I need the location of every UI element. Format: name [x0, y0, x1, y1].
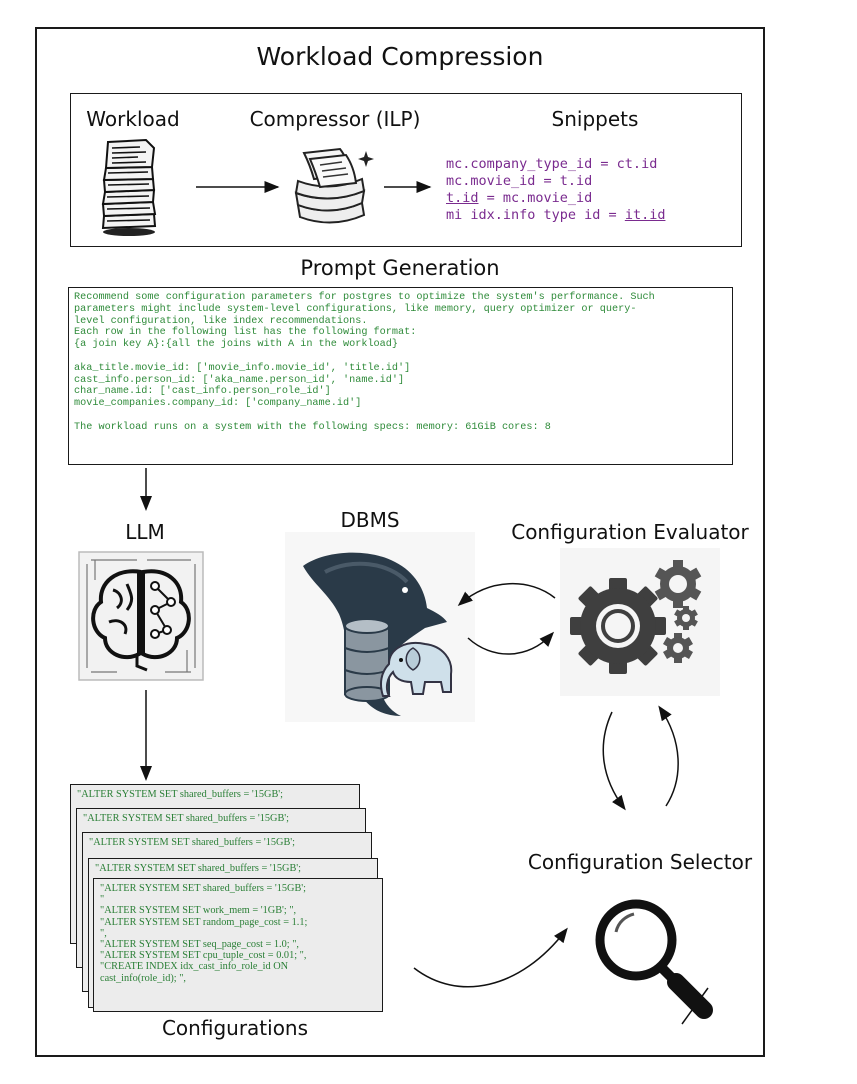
evaluator-label: Configuration Evaluator: [511, 520, 749, 544]
arrow-configurations-to-selector: [413, 927, 568, 988]
elephant-icon: [380, 642, 453, 697]
snippet-line: mc.movie_id = t.id: [446, 173, 593, 189]
prompt-line: Recommend some configuration parameters …: [74, 292, 655, 303]
prompt-line: movie_companies.company_id: ['company_na…: [74, 398, 362, 410]
compressor-icon: [294, 147, 374, 224]
config-line: "ALTER SYSTEM SET shared_buffers = '15GB…: [77, 789, 284, 800]
prompt-line: aka_title.movie_id: ['movie_info.movie_i…: [74, 362, 411, 374]
config-line: ",: [100, 927, 107, 939]
prompt-generation-title: Prompt Generation: [300, 256, 500, 280]
config-line: "ALTER SYSTEM SET shared_buffers = '15GB…: [100, 883, 307, 894]
llm-brain-icon: [78, 551, 204, 681]
prompt-line: {a join key A}:{all the joins with A in …: [74, 339, 399, 351]
config-line: "ALTER SYSTEM SET shared_buffers = '15GB…: [83, 813, 290, 824]
evaluator-gears-icon: [560, 548, 720, 696]
config-line: "ALTER SYSTEM SET random_page_cost = 1.1…: [100, 916, 308, 928]
config-card-front: "ALTER SYSTEM SET shared_buffers = '15GB…: [93, 878, 383, 1012]
config-line: "ALTER SYSTEM SET work_mem = '1GB'; ",: [100, 905, 297, 917]
prompt-text-box: Recommend some configuration parameters …: [68, 287, 733, 465]
workload-documents-icon: [101, 138, 157, 236]
prompt-line: char_name.id: ['cast_info.person_role_id…: [74, 386, 331, 398]
config-line: "ALTER SYSTEM SET seq_page_cost = 1.0; "…: [100, 939, 299, 951]
dbms-label: DBMS: [340, 508, 400, 532]
snippet-line: mi idx.info type id = it.id: [446, 207, 666, 223]
dbms-icon: [285, 532, 475, 722]
arrow-dbms-to-evaluator: [467, 631, 555, 655]
prompt-line: level configuration, like index recommen…: [74, 315, 368, 327]
prompt-line: cast_info.person_id: ['aka_name.person_i…: [74, 374, 405, 386]
config-line: "ALTER SYSTEM SET shared_buffers = '15GB…: [89, 837, 296, 848]
diagram-frame: [35, 27, 765, 1057]
small-gear-top: [654, 560, 702, 608]
compression-panel: [70, 93, 742, 247]
configurations-label: Configurations: [161, 1016, 309, 1040]
small-gear-middle: [674, 606, 698, 630]
large-gear: [570, 578, 666, 674]
config-line: ": [100, 894, 105, 906]
snippet-line: t.id = mc.movie_id: [446, 190, 593, 206]
small-gear-bottom: [663, 633, 693, 663]
arrow-selector-to-evaluator: [658, 705, 679, 807]
config-line: "CREATE INDEX idx_cast_info_role_id ON: [100, 961, 289, 973]
config-line: "ALTER SYSTEM SET shared_buffers = '15GB…: [95, 863, 302, 874]
snippet-line: mc.company_type_id = ct.id: [446, 156, 658, 172]
top-arrows: [196, 181, 432, 193]
snippets-label: Snippets: [551, 107, 639, 131]
prompt-line: parameters might include system-level co…: [74, 303, 637, 315]
prompt-line: Each row in the following list has the f…: [74, 327, 417, 339]
compressor-label: Compressor (ILP): [249, 107, 421, 131]
workload-label: Workload: [86, 107, 180, 131]
config-line: "ALTER SYSTEM SET cpu_tuple_cost = 0.01;…: [100, 950, 307, 962]
arrow-evaluator-to-dbms: [457, 582, 556, 606]
magnifying-glass-icon: [595, 899, 713, 1025]
selector-label: Configuration Selector: [527, 850, 753, 874]
config-line: cast_info(role_id); ",: [100, 972, 186, 984]
llm-label: LLM: [125, 520, 165, 544]
arrow-evaluator-to-selector: [602, 711, 626, 811]
prompt-line: The workload runs on a system with the f…: [74, 421, 551, 433]
diagram-title: Workload Compression: [256, 42, 544, 71]
snippets-list: mc.company_type_id = ct.id mc.movie_id =…: [446, 156, 665, 224]
